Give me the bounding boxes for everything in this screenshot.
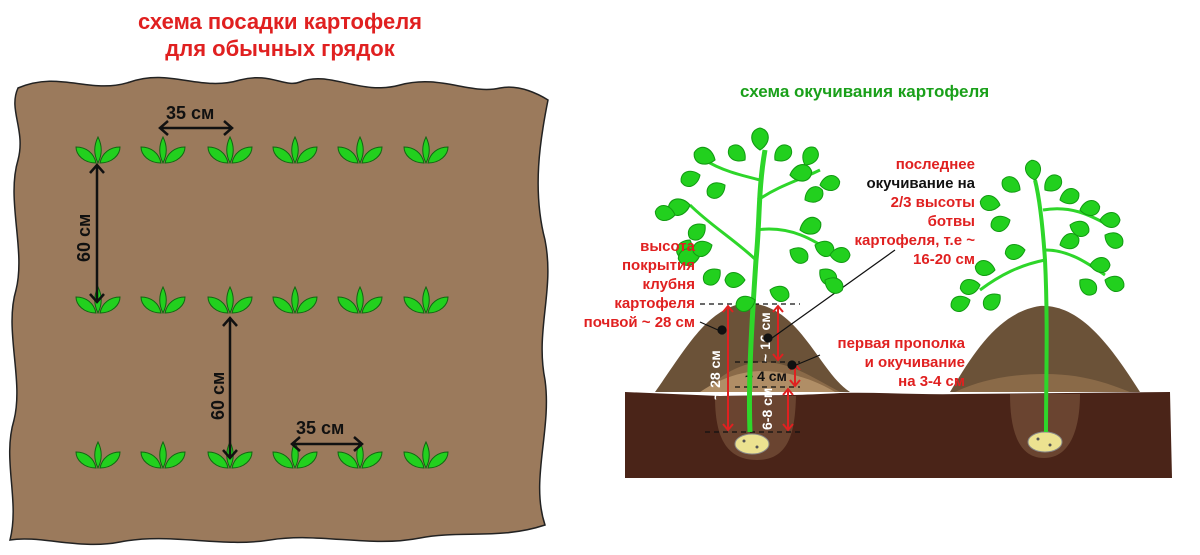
seedling	[140, 285, 186, 315]
foliage-leaf	[751, 127, 769, 151]
foliage-leaf	[959, 279, 981, 295]
row-spacing-label-top: 35 см	[166, 103, 214, 123]
seedling	[403, 285, 449, 315]
foliage-leaf	[789, 247, 809, 264]
foliage-leaf	[680, 170, 701, 188]
foliage-leaf	[829, 247, 851, 263]
potato-plant-right	[950, 159, 1125, 433]
top-note-line6: 16-20 см	[913, 251, 975, 268]
left-note-line3: клубня	[642, 276, 695, 293]
seedling	[272, 135, 318, 165]
leaves-right	[950, 159, 1125, 313]
left-note-line1: высота	[640, 238, 695, 255]
mid-note: первая прополка и окучивание на 3-4 см	[820, 334, 965, 391]
mid-note-line2: и окучивание	[864, 354, 965, 371]
left-note-line4: картофеля	[614, 295, 695, 312]
top-note-line5: картофеля, т.е ~	[854, 232, 975, 249]
foliage-leaf	[990, 215, 1011, 233]
left-note-line2: покрытия	[621, 257, 695, 274]
mid-note-line3: на 3-4 см	[898, 373, 965, 390]
dim-28-label: ~ 28 см	[707, 350, 723, 400]
hill-left-mid	[700, 371, 835, 392]
top-note-line3: 2/3 высоты	[890, 194, 975, 211]
foliage-leaf	[799, 216, 822, 235]
left-title-line2: для обычных грядок	[165, 36, 395, 61]
foliage-leaf	[1044, 174, 1063, 192]
foliage-leaf	[654, 205, 676, 221]
top-note: последнее окучивание на 2/3 высоты ботвы…	[830, 155, 975, 269]
foliage-leaf	[974, 260, 996, 276]
seedling	[403, 135, 449, 165]
foliage-leaf	[702, 268, 721, 286]
seedling	[337, 135, 383, 165]
foliage-leaf	[1025, 159, 1041, 181]
seedling	[140, 440, 186, 470]
tuber-right	[1027, 431, 1063, 453]
dim-68-label: 6-8 см	[759, 388, 775, 430]
seedling	[207, 285, 253, 315]
foliage-leaf	[774, 144, 793, 162]
seedling	[207, 135, 253, 165]
col-spacing-label-top: 60 см	[74, 214, 94, 262]
left-note: высота покрытия клубня картофеля почвой …	[555, 237, 695, 332]
tuber-left	[734, 433, 770, 455]
pointer-dots	[699, 249, 896, 370]
soil-bed	[8, 76, 549, 546]
foliage-leaf	[706, 182, 726, 199]
dim-4-label: ~ 4 см	[745, 368, 787, 384]
foliage-leaf	[692, 240, 713, 258]
foliage-leaf	[1059, 187, 1080, 205]
foliage-leaf	[1004, 244, 1026, 260]
foliage-leaf	[687, 223, 706, 241]
seedling	[272, 285, 318, 315]
foliage-leaf	[1079, 200, 1101, 216]
foliage-leaf	[1089, 257, 1111, 273]
right-title: схема окучивания картофеля	[740, 82, 990, 101]
foliage-leaf	[979, 195, 1001, 211]
left-title: схема посадки картофеля для обычных гряд…	[70, 8, 490, 62]
ground-dark	[625, 392, 1172, 478]
foliage-leaf	[802, 146, 819, 166]
foliage-leaf	[789, 164, 813, 182]
seedling	[140, 135, 186, 165]
row-spacing-label-bottom: 35 см	[296, 418, 344, 438]
foliage-leaf	[1104, 232, 1124, 249]
left-title-line1: схема посадки картофеля	[137, 9, 423, 34]
foliage-leaf	[1079, 278, 1098, 296]
seedling	[75, 135, 121, 165]
foliage-leaf	[1069, 220, 1090, 238]
foliage-leaf	[982, 293, 1001, 311]
top-note-line4: ботвы	[927, 213, 975, 230]
foliage-leaf	[735, 295, 756, 313]
foliage-leaf	[819, 175, 841, 191]
seedling	[75, 440, 121, 470]
col-spacing-label-bottom: 60 см	[208, 372, 228, 420]
foliage-leaf	[769, 285, 790, 303]
seedling	[337, 285, 383, 315]
hill-right-mid	[955, 374, 1130, 392]
arrows	[89, 120, 364, 460]
foliage-leaf	[1099, 212, 1121, 228]
mid-note-line1: первая прополка	[837, 335, 965, 352]
potato-plant-left	[654, 127, 851, 433]
foliage-leaf	[824, 277, 844, 294]
foliage-leaf	[1104, 275, 1125, 293]
foliage-leaf	[727, 144, 746, 162]
foliage-leaf	[950, 295, 971, 313]
hilling-scheme: ~ 28 см ~ 16 см ~ 4 см 6-8 см	[625, 127, 1172, 478]
foliage-leaf	[693, 146, 716, 165]
foliage-leaf	[804, 186, 824, 203]
foliage-leaf	[1059, 232, 1080, 250]
top-note-line1: последнее	[895, 156, 975, 173]
top-note-line2: окучивание на	[866, 175, 975, 192]
seedling	[403, 440, 449, 470]
planting-scheme: 35 см 35 см 60 см 60 см	[8, 76, 549, 546]
foliage-leaf	[1001, 176, 1021, 193]
foliage-leaf	[724, 272, 746, 288]
plants-group	[75, 135, 449, 470]
leaves-left	[654, 127, 851, 313]
left-note-line5: почвой ~ 28 см	[583, 314, 695, 331]
